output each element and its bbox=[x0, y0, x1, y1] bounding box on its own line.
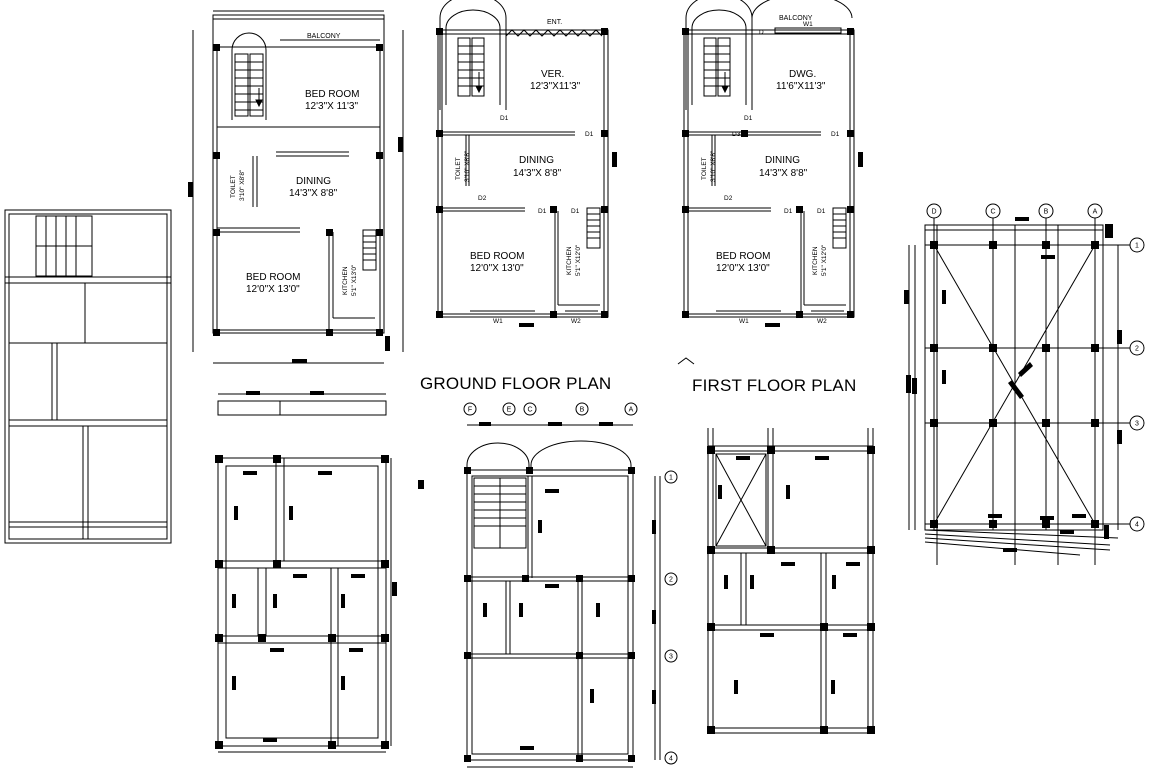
ground-toilet-size: 3'10" X8'8" bbox=[464, 150, 471, 182]
roof-grid-bubble-B: B bbox=[1038, 203, 1054, 219]
plan-a-dining-label: DINING bbox=[296, 176, 331, 187]
grid-bubble-A: A bbox=[624, 402, 638, 416]
first-window-w2: W2 bbox=[817, 318, 827, 325]
plan-a-bedroom-1-label: BED ROOM bbox=[305, 89, 359, 100]
plan-a: BALCONY BED ROOM 12'3"X 11'3" DINING 14'… bbox=[188, 10, 404, 364]
column-grid-bubbles: F E C B A 1 2 3 bbox=[463, 402, 678, 765]
first-window-w1: W1 bbox=[739, 318, 749, 325]
svg-text:4: 4 bbox=[669, 756, 673, 763]
plan-a-kitchen-label: KITCHEN bbox=[342, 266, 349, 295]
roof-grid-bubble-4: 4 bbox=[1129, 516, 1145, 532]
roof-grid-bubble-C: C bbox=[985, 203, 1001, 219]
foundation-plan bbox=[217, 457, 392, 753]
svg-text:1: 1 bbox=[669, 475, 673, 482]
plan-a-bedroom-2-label: BED ROOM bbox=[246, 272, 300, 283]
first-dining-label: DINING bbox=[765, 155, 800, 166]
ground-toilet-label: TOILET bbox=[455, 157, 462, 180]
first-door-d1-b: D1 bbox=[831, 131, 840, 138]
first-drawing-room-size: 11'6"X11'3" bbox=[776, 81, 826, 92]
ground-window-w2: W2 bbox=[571, 318, 581, 325]
svg-text:3: 3 bbox=[1135, 421, 1139, 428]
plan-a-toilet-size: 3'10" X8'8" bbox=[239, 169, 246, 201]
first-door-d3: D3 bbox=[732, 131, 741, 138]
first-window-w1-top: W1 bbox=[803, 21, 813, 28]
grid-bubble-E: E bbox=[502, 402, 516, 416]
roof-grid-bubble-3: 3 bbox=[1129, 415, 1145, 431]
plan-a-toilet-label: TOILET bbox=[230, 175, 237, 198]
ground-verandah-size: 12'3"X11'3" bbox=[530, 81, 581, 92]
ground-kitchen-size: 5'1" X12'0" bbox=[575, 244, 582, 276]
roof-grid-plan bbox=[908, 218, 1130, 565]
svg-text:A: A bbox=[629, 407, 634, 414]
first-balcony-label: BALCONY bbox=[779, 15, 813, 22]
lintel-detail bbox=[217, 393, 387, 416]
ground-door-d2: D2 bbox=[478, 195, 487, 202]
plan-a-balcony-label: BALCONY bbox=[307, 33, 341, 40]
grid-bubble-3: 3 bbox=[664, 649, 678, 663]
ground-entrance-label: ENT. bbox=[547, 19, 562, 26]
plan-a-dining-size: 14'3"X 8'8" bbox=[289, 188, 338, 199]
elevation-drawing bbox=[4, 209, 172, 544]
ground-door-d1-d: D1 bbox=[571, 208, 580, 215]
ground-window-w1: W1 bbox=[493, 318, 503, 325]
first-floor-plan-title: FIRST FLOOR PLAN bbox=[692, 376, 856, 395]
plan-a-kitchen-size: 5'1" X13'0" bbox=[351, 264, 358, 296]
first-dining-size: 14'3"X 8'8" bbox=[759, 168, 808, 179]
svg-text:C: C bbox=[990, 209, 995, 216]
roof-grid-bubbles: D C B A 1 2 3 4 bbox=[926, 203, 1145, 532]
first-door-d: D bbox=[759, 29, 764, 36]
ground-dining-label: DINING bbox=[519, 155, 554, 166]
ground-door-d1-c: D1 bbox=[538, 208, 547, 215]
first-kitchen-size: 5'1" X12'0" bbox=[821, 244, 828, 276]
grid-bubble-2: 2 bbox=[664, 572, 678, 586]
roof-grid-bubble-1: 1 bbox=[1129, 237, 1145, 253]
roof-grid-bubble-A: A bbox=[1087, 203, 1103, 219]
first-toilet-label: TOILET bbox=[701, 157, 708, 180]
svg-text:4: 4 bbox=[1135, 522, 1139, 529]
grid-bubble-1: 1 bbox=[664, 470, 678, 484]
first-drawing-room-label: DWG. bbox=[789, 69, 816, 80]
first-bedroom-label: BED ROOM bbox=[716, 251, 770, 262]
ground-door-d1-b: D1 bbox=[585, 131, 594, 138]
plan-a-bedroom-2-size: 12'0"X 13'0" bbox=[246, 284, 300, 295]
first-door-d1-a: D1 bbox=[744, 115, 753, 122]
grid-bubble-4: 4 bbox=[664, 751, 678, 765]
first-floor-plan: BALCONY W1 D DWG. 11'6"X11'3" D1 D3 D1 D… bbox=[677, 0, 863, 365]
svg-text:C: C bbox=[527, 407, 532, 414]
column-layout-plan bbox=[466, 424, 661, 768]
first-toilet-size: 3'10" X8'8" bbox=[710, 150, 717, 182]
roof-grid-bubble-2: 2 bbox=[1129, 340, 1145, 356]
first-bedroom-size: 12'0"X 13'0" bbox=[716, 263, 770, 274]
svg-text:B: B bbox=[1044, 209, 1049, 216]
ground-door-d1-a: D1 bbox=[500, 115, 509, 122]
grid-bubble-B: B bbox=[575, 402, 589, 416]
grid-bubble-F: F bbox=[463, 402, 477, 416]
svg-text:A: A bbox=[1093, 209, 1098, 216]
svg-text:1: 1 bbox=[1135, 243, 1139, 250]
ground-floor-plan-title: GROUND FLOOR PLAN bbox=[420, 374, 611, 393]
svg-text:3: 3 bbox=[669, 654, 673, 661]
first-door-d1-c: D1 bbox=[784, 208, 793, 215]
ground-kitchen-label: KITCHEN bbox=[566, 246, 573, 275]
first-kitchen-label: KITCHEN bbox=[812, 246, 819, 275]
svg-text:2: 2 bbox=[669, 577, 673, 584]
ground-bedroom-size: 12'0"X 13'0" bbox=[470, 263, 524, 274]
framing-plan bbox=[707, 428, 874, 734]
roof-grid-bubble-D: D bbox=[926, 203, 942, 219]
svg-text:D: D bbox=[931, 209, 936, 216]
first-door-d2: D2 bbox=[724, 195, 733, 202]
svg-text:E: E bbox=[507, 407, 512, 414]
svg-text:B: B bbox=[580, 407, 585, 414]
ground-verandah-label: VER. bbox=[541, 69, 564, 80]
svg-text:F: F bbox=[468, 407, 472, 414]
first-door-d1-d: D1 bbox=[817, 208, 826, 215]
svg-text:2: 2 bbox=[1135, 346, 1139, 353]
ground-bedroom-label: BED ROOM bbox=[470, 251, 524, 262]
plan-a-bedroom-1-size: 12'3"X 11'3" bbox=[305, 101, 358, 112]
ground-floor-plan: ENT. VER. 12'3"X11'3" D1 D1 DINING 14'3"… bbox=[436, 0, 617, 327]
grid-bubble-C: C bbox=[523, 402, 537, 416]
ground-dining-size: 14'3"X 8'8" bbox=[513, 168, 562, 179]
